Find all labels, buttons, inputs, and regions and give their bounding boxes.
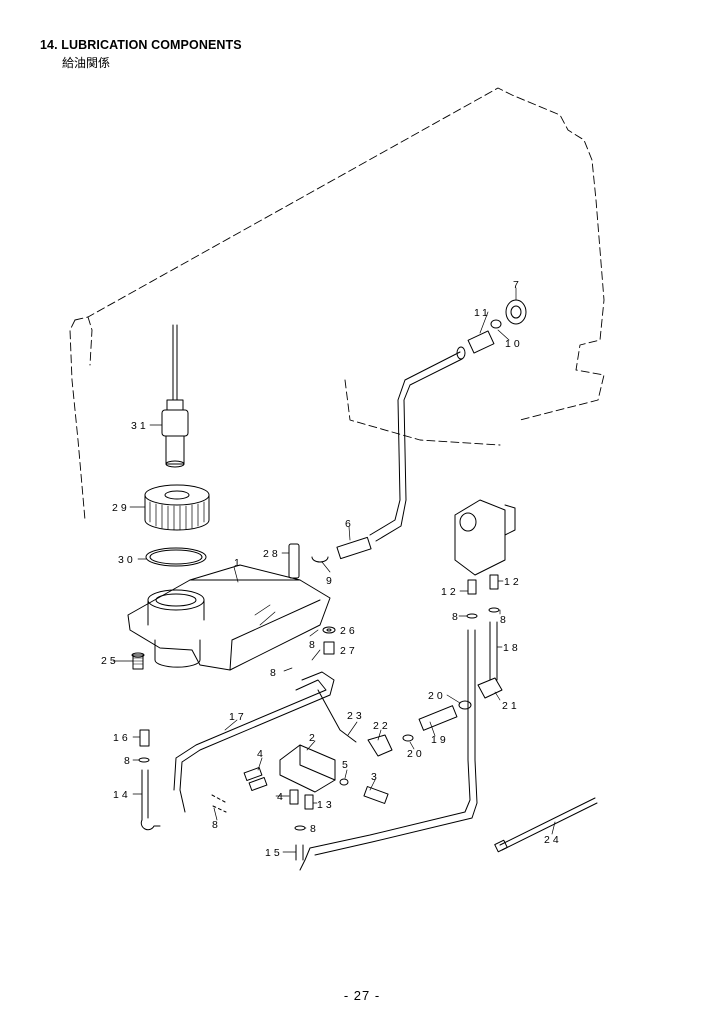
part-2-distribution-block xyxy=(243,744,389,804)
callout-25: 25 xyxy=(101,655,119,667)
callout-5: 5 xyxy=(342,759,351,771)
callout-6: 6 xyxy=(345,518,354,530)
callout-12a: 12 xyxy=(441,586,459,598)
callout-4a: 4 xyxy=(257,748,266,760)
callout-22: 22 xyxy=(373,720,391,732)
callout-8c: 8 xyxy=(452,611,461,623)
callout-8a: 8 xyxy=(309,639,318,651)
part-30-o-ring xyxy=(145,547,207,567)
callout-8g: 8 xyxy=(310,823,319,835)
bracket-housing xyxy=(454,499,516,576)
callout-8d: 8 xyxy=(500,614,509,626)
callout-1: 1 xyxy=(234,557,243,569)
callout-29: 29 xyxy=(112,502,130,514)
callout-labels: 1 2 3 4 4 5 6 7 8 8 8 8 8 8 8 9 10 11 12… xyxy=(101,279,562,859)
page-title: 14. LUBRICATION COMPONENTS xyxy=(40,38,242,52)
callout-30: 30 xyxy=(118,554,136,566)
part-28-pin xyxy=(288,543,300,579)
leader-lines xyxy=(112,287,556,853)
callout-14: 14 xyxy=(113,789,131,801)
part-26-27-fasteners xyxy=(322,626,336,655)
callout-28: 28 xyxy=(263,548,281,560)
callout-11: 11 xyxy=(474,307,491,319)
callout-8f: 8 xyxy=(212,819,221,831)
callout-23: 23 xyxy=(347,710,365,722)
part-17-hose xyxy=(173,671,335,813)
part-13-16-fittings xyxy=(138,729,314,861)
callout-26: 26 xyxy=(340,625,358,637)
callout-20a: 20 xyxy=(428,690,446,702)
part-12-18-fittings-tubes xyxy=(466,574,500,701)
callout-27: 27 xyxy=(340,645,358,657)
part-1-oil-tank xyxy=(127,564,331,671)
part-19-23-connectors xyxy=(317,677,503,757)
callout-21: 21 xyxy=(502,700,520,712)
callout-12b: 12 xyxy=(504,576,522,588)
callout-19: 19 xyxy=(431,734,449,746)
part-25-screw xyxy=(131,652,145,670)
part-31-oil-gauge xyxy=(161,324,189,468)
callout-9: 9 xyxy=(326,575,335,587)
machine-outline xyxy=(69,87,605,521)
callout-8e: 8 xyxy=(124,755,133,767)
callout-16: 16 xyxy=(113,732,131,744)
callout-3: 3 xyxy=(371,771,380,783)
part-24-cable-tie xyxy=(494,797,598,853)
page-number: - 27 - xyxy=(343,988,381,1003)
callout-20b: 20 xyxy=(407,748,425,760)
callout-13: 13 xyxy=(317,799,335,811)
callout-7: 7 xyxy=(513,279,522,291)
callout-15: 15 xyxy=(265,847,283,859)
return-tube xyxy=(299,699,478,871)
callout-10: 10 xyxy=(505,338,523,350)
callout-31: 31 xyxy=(131,420,149,432)
part-29-knurled-cap xyxy=(144,484,210,531)
callout-8b: 8 xyxy=(270,667,279,679)
part-7-10-11-fittings xyxy=(456,299,527,360)
callout-2: 2 xyxy=(309,732,318,744)
callout-24: 24 xyxy=(544,834,562,846)
callout-4b: 4 xyxy=(277,791,286,803)
callout-18: 18 xyxy=(503,642,521,654)
page-subtitle: 給油関係 xyxy=(62,56,111,70)
part-6-9-tube xyxy=(311,351,463,563)
callout-17: 17 xyxy=(229,711,247,723)
